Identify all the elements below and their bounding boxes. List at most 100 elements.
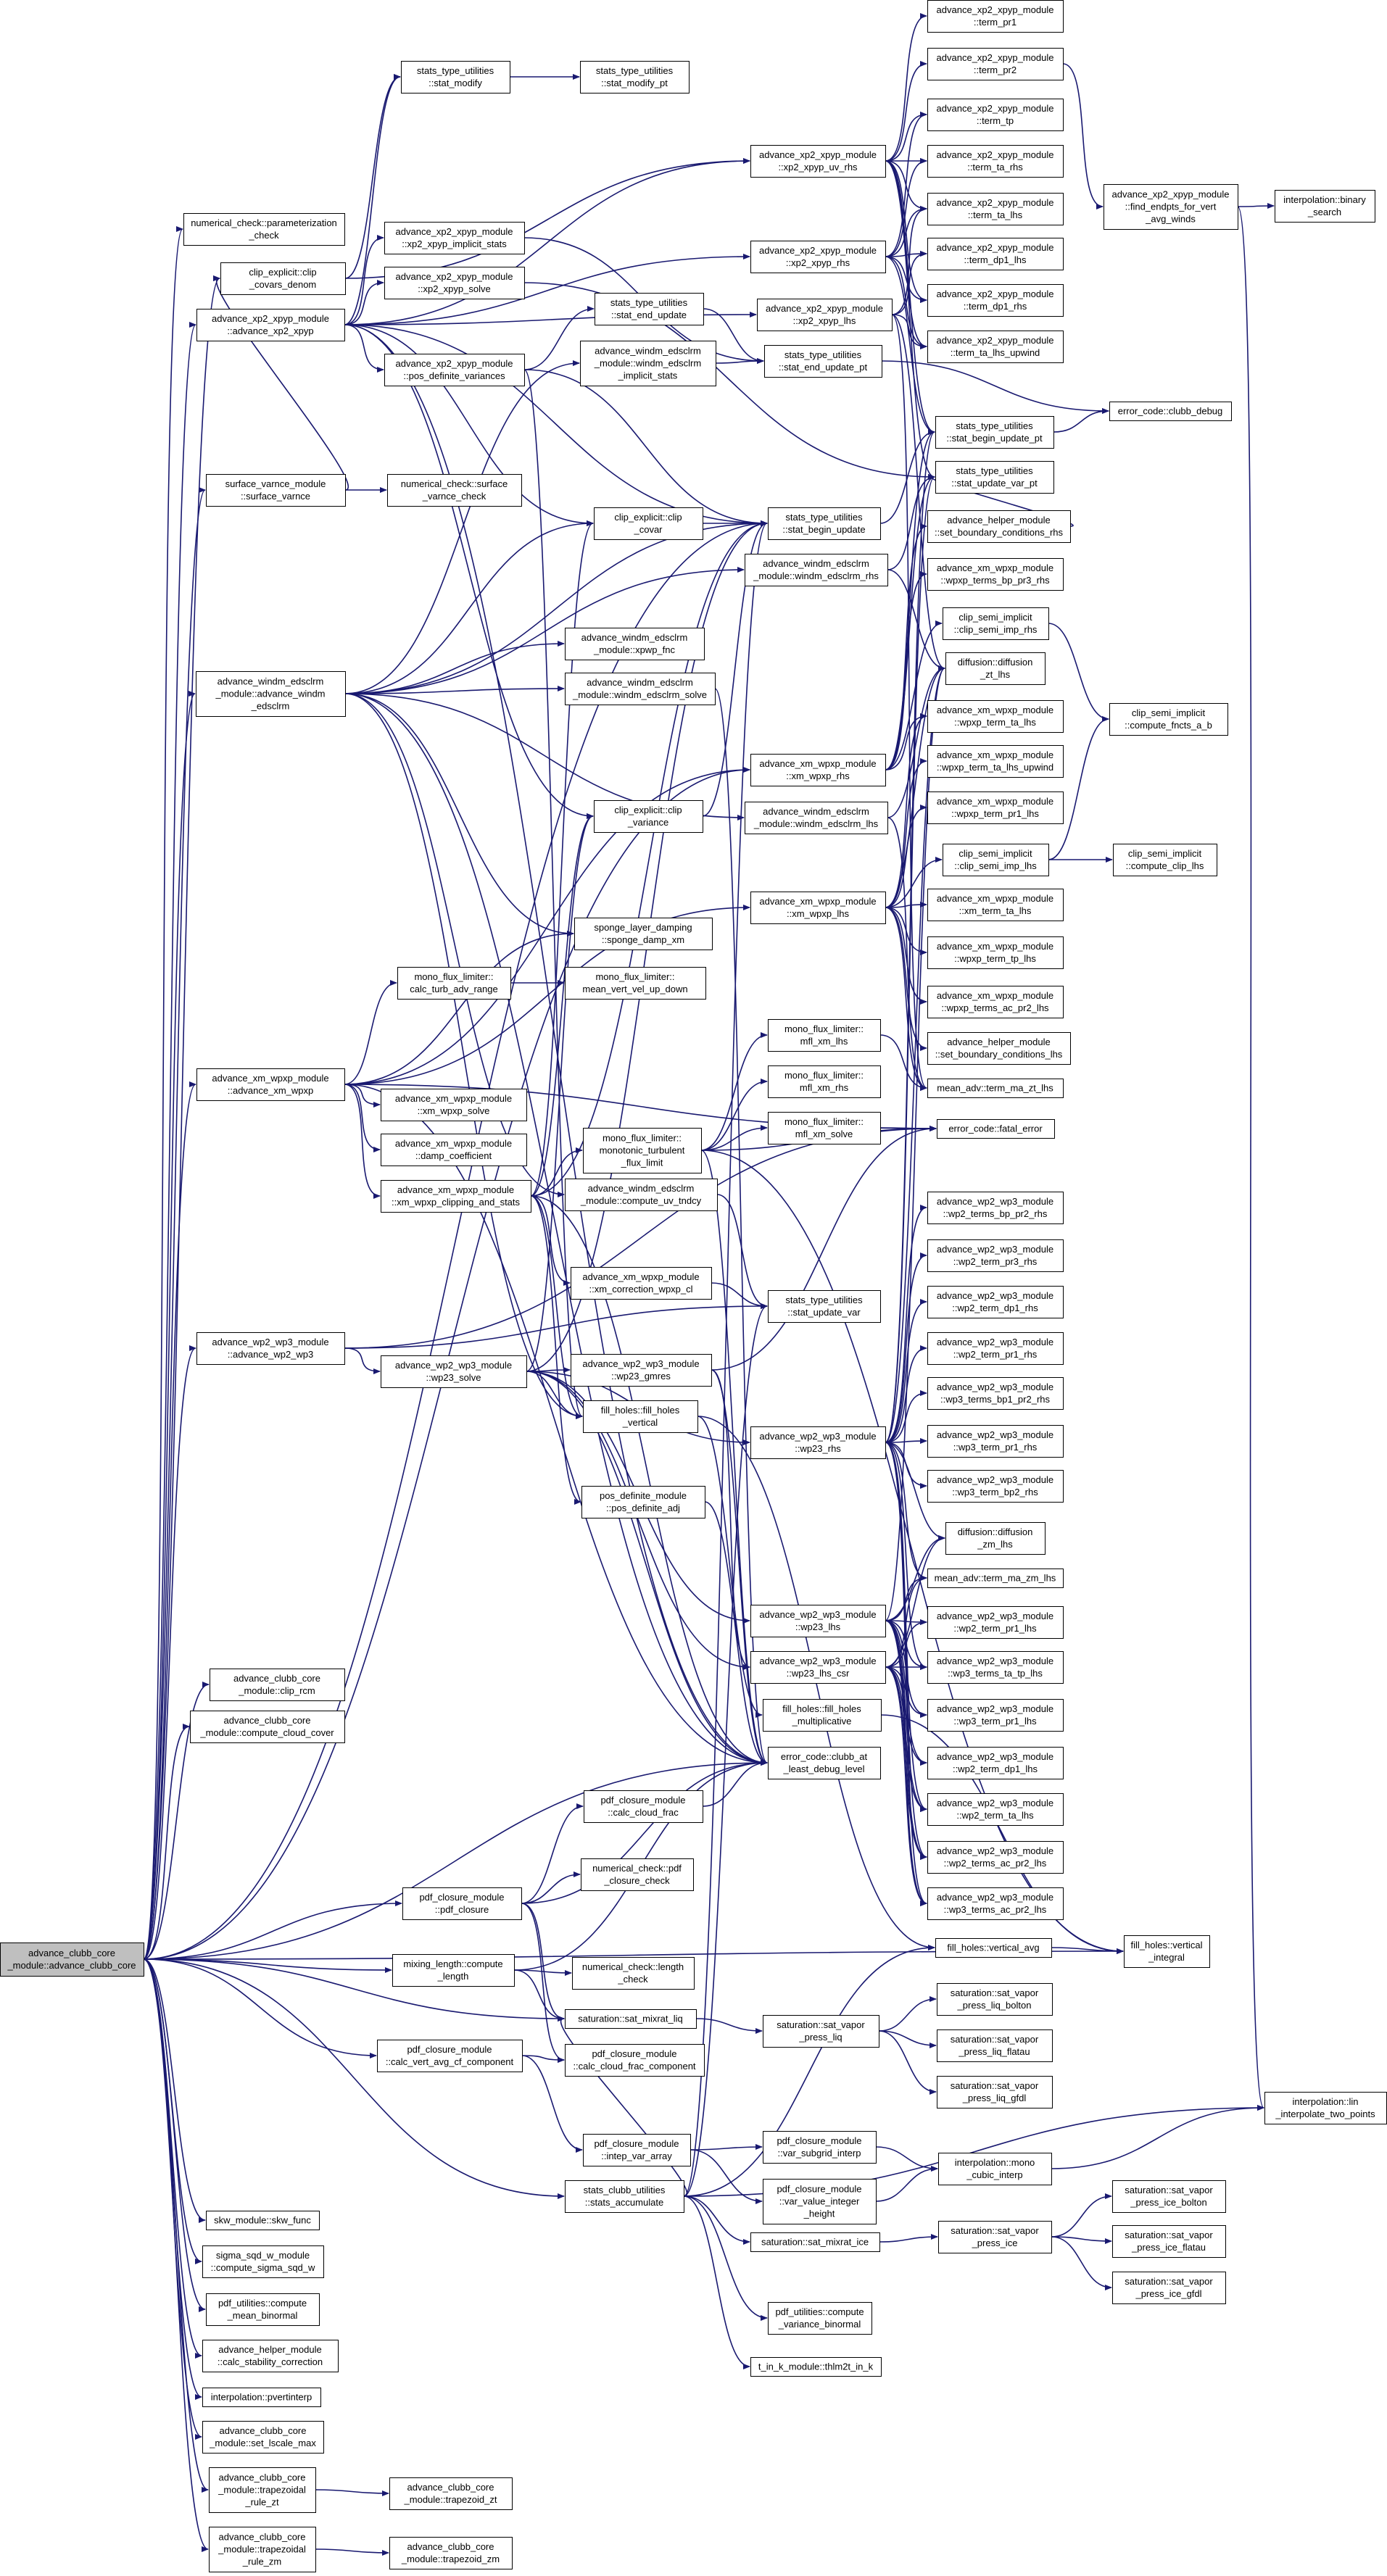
function-node[interactable]: advance_xp2_xpyp_module::find_endpts_for… (1104, 184, 1238, 230)
function-node[interactable]: advance_wp2_wp3_module::wp3_terms_ta_tp_… (927, 1651, 1064, 1684)
function-node[interactable]: advance_clubb_core_module::clip_rcm (210, 1669, 345, 1701)
function-node[interactable]: advance_xm_wpxp_module::advance_xm_wpxp (196, 1068, 345, 1101)
function-node[interactable]: advance_helper_module::calc_stability_co… (202, 2340, 339, 2372)
function-node[interactable]: advance_wp2_wp3_module::wp2_terms_ac_pr2… (927, 1841, 1064, 1874)
function-node[interactable]: t_in_k_module::thlm2t_in_k (750, 2357, 882, 2377)
function-node[interactable]: pdf_utilities::compute_mean_binormal (206, 2293, 320, 2326)
function-node[interactable]: advance_wp2_wp3_module::wp2_term_pr1_rhs (927, 1332, 1064, 1365)
function-node[interactable]: interpolation::lin_interpolate_two_point… (1264, 2092, 1387, 2124)
function-node[interactable]: clip_semi_implicit::compute_clip_lhs (1113, 844, 1217, 876)
function-node[interactable]: advance_xp2_xpyp_module::xp2_xpyp_solve (384, 267, 525, 299)
function-node[interactable]: clip_explicit::clip_covars_denom (220, 262, 346, 295)
function-node[interactable]: numerical_check::surface_varnce_check (387, 474, 522, 507)
function-node[interactable]: stats_type_utilities::stat_update_var (768, 1290, 881, 1323)
function-node[interactable]: advance_xm_wpxp_module::wpxp_term_tp_lhs (927, 936, 1064, 969)
function-node[interactable]: surface_varnce_module::surface_varnce (206, 474, 346, 507)
function-node[interactable]: advance_wp2_wp3_module::wp2_term_ta_lhs (927, 1793, 1064, 1826)
function-node[interactable]: stats_clubb_utilities::stats_accumulate (565, 2180, 684, 2213)
function-node[interactable]: clip_semi_implicit::clip_semi_imp_rhs (943, 607, 1049, 640)
function-node[interactable]: advance_clubb_core_module::compute_cloud… (190, 1711, 345, 1743)
function-node[interactable]: advance_xp2_xpyp_module::term_dp1_lhs (927, 238, 1064, 270)
function-node[interactable]: stats_type_utilities::stat_modify (401, 61, 510, 94)
function-node[interactable]: pdf_closure_module::pdf_closure (402, 1887, 522, 1920)
function-node[interactable]: advance_helper_module::set_boundary_cond… (927, 510, 1071, 543)
function-node[interactable]: mono_flux_limiter::calc_turb_adv_range (397, 967, 511, 1000)
function-node[interactable]: advance_xm_wpxp_module::xm_term_ta_lhs (927, 889, 1064, 921)
function-node[interactable]: error_code::clubb_debug (1109, 402, 1232, 421)
function-node[interactable]: stats_type_utilities::stat_begin_update_… (935, 416, 1054, 449)
function-node[interactable]: advance_xm_wpxp_module::xm_wpxp_clipping… (381, 1180, 531, 1213)
function-node[interactable]: advance_xp2_xpyp_module::xp2_xpyp_uv_rhs (750, 145, 886, 178)
function-node[interactable]: advance_clubb_core_module::trapezoidal_r… (209, 2467, 316, 2513)
function-node[interactable]: clip_explicit::clip_variance (594, 800, 703, 833)
function-node[interactable]: fill_holes::fill_holes_vertical (583, 1400, 698, 1433)
function-node[interactable]: advance_wp2_wp3_module::wp3_terms_ac_pr2… (927, 1887, 1064, 1920)
function-node[interactable]: advance_xp2_xpyp_module::term_dp1_rhs (927, 284, 1064, 317)
function-node[interactable]: mono_flux_limiter::mfl_xm_rhs (768, 1065, 881, 1098)
function-node[interactable]: advance_windm_edsclrm_module::windm_edsc… (745, 802, 888, 834)
function-node[interactable]: mono_flux_limiter::monotonic_turbulent_f… (583, 1128, 702, 1173)
function-node[interactable]: saturation::sat_vapor_press_ice_flatau (1112, 2225, 1226, 2258)
function-node[interactable]: fill_holes::fill_holes_multiplicative (763, 1699, 882, 1732)
function-node[interactable]: advance_wp2_wp3_module::wp23_lhs_csr (750, 1651, 886, 1684)
function-node[interactable]: advance_xm_wpxp_module::xm_wpxp_rhs (750, 754, 886, 786)
function-node[interactable]: saturation::sat_vapor_press_liq_bolton (937, 1983, 1053, 2016)
function-node[interactable]: advance_wp2_wp3_module::wp23_lhs (750, 1605, 886, 1637)
function-node[interactable]: advance_xm_wpxp_module::wpxp_term_pr1_lh… (927, 792, 1064, 824)
function-node[interactable]: diffusion::diffusion_zt_lhs (945, 652, 1046, 685)
function-node[interactable]: advance_helper_module::set_boundary_cond… (927, 1032, 1071, 1065)
function-node[interactable]: advance_windm_edsclrm_module::advance_wi… (196, 671, 346, 717)
function-node[interactable]: advance_xm_wpxp_module::wpxp_terms_bp_pr… (927, 558, 1064, 591)
function-node[interactable]: mixing_length::compute_length (392, 1954, 515, 1987)
function-node[interactable]: saturation::sat_vapor_press_ice_gfdl (1112, 2272, 1226, 2304)
function-node[interactable]: mean_adv::term_ma_zm_lhs (927, 1569, 1064, 1588)
function-node[interactable]: saturation::sat_vapor_press_ice_bolton (1112, 2180, 1226, 2213)
function-node[interactable]: advance_xm_wpxp_module::wpxp_terms_ac_pr… (927, 986, 1064, 1018)
function-node[interactable]: saturation::sat_mixrat_ice (750, 2232, 880, 2252)
function-node[interactable]: clip_semi_implicit::clip_semi_imp_lhs (943, 844, 1049, 876)
function-node[interactable]: advance_wp2_wp3_module::wp23_gmres (571, 1354, 712, 1387)
function-node[interactable]: advance_wp2_wp3_module::wp3_term_bp2_rhs (927, 1470, 1064, 1503)
function-node[interactable]: advance_xp2_xpyp_module::xp2_xpyp_lhs (757, 299, 893, 331)
function-node[interactable]: advance_xp2_xpyp_module::term_pr1 (927, 0, 1064, 33)
function-node[interactable]: pdf_closure_module::var_subgrid_interp (763, 2131, 877, 2164)
function-node[interactable]: advance_wp2_wp3_module::wp23_solve (381, 1355, 527, 1388)
function-node[interactable]: pdf_utilities::compute_variance_binormal (768, 2302, 872, 2335)
function-node[interactable]: advance_windm_edsclrm_module::xpwp_fnc (565, 628, 705, 660)
function-node[interactable]: pos_definite_module::pos_definite_adj (581, 1486, 705, 1518)
function-node[interactable]: advance_xm_wpxp_module::wpxp_term_ta_lhs (927, 700, 1064, 733)
function-node[interactable]: advance_xp2_xpyp_module::pos_definite_va… (384, 354, 525, 386)
function-node[interactable]: advance_clubb_core_module::set_lscale_ma… (202, 2421, 324, 2454)
function-node[interactable]: error_code::fatal_error (937, 1119, 1055, 1139)
function-node[interactable]: advance_wp2_wp3_module::wp23_rhs (750, 1426, 886, 1459)
function-node[interactable]: saturation::sat_vapor_press_ice (938, 2221, 1052, 2253)
function-node[interactable]: advance_xp2_xpyp_module::term_ta_lhs (927, 193, 1064, 225)
function-node[interactable]: advance_wp2_wp3_module::wp2_term_pr1_lhs (927, 1606, 1064, 1639)
function-node[interactable]: advance_xp2_xpyp_module::term_ta_lhs_upw… (927, 331, 1064, 363)
function-node[interactable]: advance_xm_wpxp_module::damp_coefficient (381, 1134, 527, 1166)
function-node[interactable]: mono_flux_limiter::mfl_xm_lhs (768, 1019, 881, 1052)
function-node[interactable]: advance_clubb_core_module::trapezoidal_r… (209, 2527, 316, 2572)
function-node[interactable]: numerical_check::pdf_closure_check (581, 1858, 694, 1891)
function-node[interactable]: advance_xm_wpxp_module::xm_correction_wp… (571, 1267, 712, 1300)
function-node[interactable]: diffusion::diffusion_zm_lhs (945, 1522, 1046, 1555)
function-node[interactable]: mono_flux_limiter::mean_vert_vel_up_down (565, 967, 706, 1000)
function-node[interactable]: advance_wp2_wp3_module::wp2_term_dp1_lhs (927, 1747, 1064, 1779)
function-node[interactable]: pdf_closure_module::var_value_integer_he… (763, 2179, 877, 2224)
function-node[interactable]: advance_windm_edsclrm_module::windm_edsc… (580, 341, 716, 386)
function-node[interactable]: sigma_sqd_w_module::compute_sigma_sqd_w (202, 2245, 324, 2278)
function-node[interactable]: advance_windm_edsclrm_module::windm_edsc… (565, 673, 716, 705)
function-node[interactable]: pdf_closure_module::calc_cloud_frac_comp… (565, 2044, 705, 2077)
function-node[interactable]: advance_windm_edsclrm_module::windm_edsc… (745, 554, 888, 586)
function-node[interactable]: advance_clubb_core_module::trapezoid_zt (389, 2477, 513, 2510)
function-node[interactable]: error_code::clubb_at_least_debug_level (768, 1747, 881, 1779)
function-node[interactable]: stats_type_utilities::stat_modify_pt (580, 61, 690, 94)
function-node[interactable]: saturation::sat_vapor_press_liq_flatau (937, 2029, 1053, 2062)
function-node[interactable]: stats_type_utilities::stat_end_update_pt (764, 345, 882, 378)
function-node[interactable]: advance_clubb_core_module::trapezoid_zm (389, 2537, 513, 2569)
function-node[interactable]: interpolation::pvertinterp (202, 2388, 321, 2407)
function-node[interactable]: advance_xp2_xpyp_module::term_pr2 (927, 48, 1064, 80)
function-node[interactable]: advance_wp2_wp3_module::wp3_term_pr1_lhs (927, 1699, 1064, 1732)
function-node[interactable]: advance_windm_edsclrm_module::compute_uv… (565, 1179, 718, 1211)
function-node[interactable]: stats_type_utilities::stat_update_var_pt (935, 461, 1054, 494)
